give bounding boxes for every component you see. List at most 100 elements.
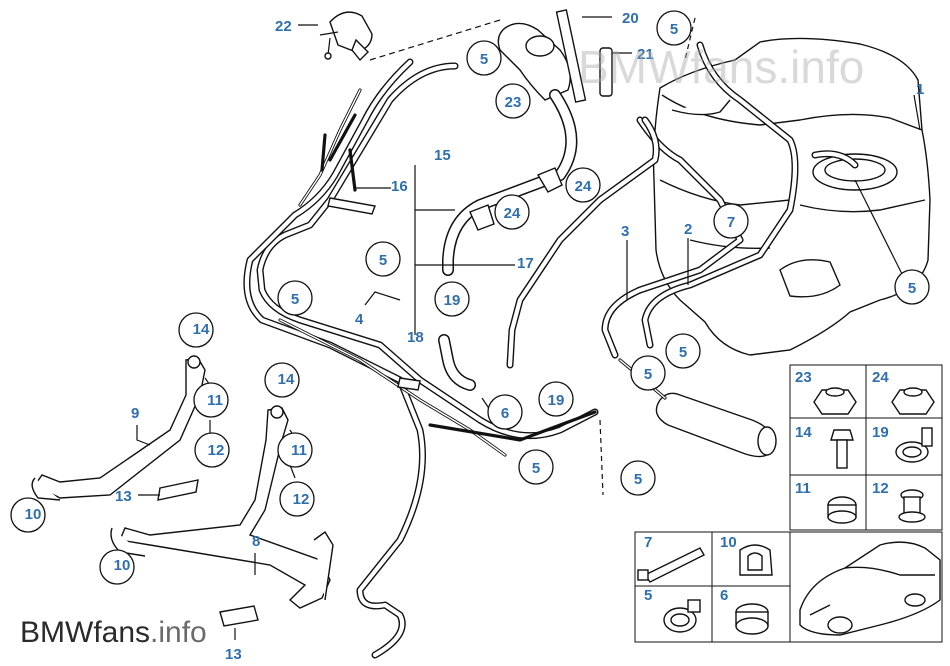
clip-10-drawing	[739, 544, 773, 576]
svg-text:12: 12	[293, 491, 310, 508]
tank-strap-9	[31, 355, 206, 501]
grid-label-12: 12	[872, 480, 889, 497]
vent-pipes-20-21	[555, 9, 613, 103]
grid-label-24: 24	[872, 369, 889, 386]
callout-19a: 19	[434, 281, 470, 317]
callout-23: 23	[495, 83, 531, 119]
callout-4: 4	[355, 311, 364, 328]
grid-label-6: 6	[720, 587, 728, 604]
callout-10b: 10	[99, 549, 135, 585]
callout-5-left: 5	[365, 241, 401, 277]
nut-23-drawing	[813, 387, 857, 415]
svg-text:11: 11	[291, 442, 307, 459]
callout-10a: 10	[10, 497, 46, 533]
pad-13-a	[157, 479, 199, 501]
svg-text:5: 5	[908, 280, 916, 297]
grid-label-7: 7	[644, 534, 652, 551]
callout-14a: 14	[178, 312, 214, 348]
grid-label-10: 10	[720, 534, 737, 551]
cable-tie-7-drawing	[637, 547, 705, 583]
svg-text:5: 5	[634, 471, 642, 488]
callout-3: 3	[621, 223, 629, 240]
bolt-14-drawing	[830, 429, 854, 469]
callout-18: 18	[407, 329, 424, 346]
callout-20: 20	[622, 10, 639, 27]
callout-24b: 24	[494, 194, 530, 230]
callout-5-bottom: 5	[518, 449, 554, 485]
callout-5-mid: 5	[277, 280, 313, 316]
callout-17: 17	[517, 255, 534, 272]
svg-text:24: 24	[575, 178, 592, 195]
callout-11a: 11	[193, 382, 229, 418]
callout-13b: 13	[225, 646, 242, 663]
svg-text:10: 10	[114, 557, 131, 574]
svg-text:5: 5	[670, 21, 678, 38]
callout-13a: 13	[115, 488, 132, 505]
grid-label-14: 14	[795, 424, 812, 441]
grid-label-23: 23	[795, 369, 812, 386]
svg-text:23: 23	[505, 94, 522, 111]
svg-text:11: 11	[207, 392, 223, 409]
callout-5-tank: 5	[894, 269, 930, 305]
watermark-faint: BMWfans.info	[578, 41, 865, 93]
callout-9: 9	[131, 405, 139, 422]
grommet-12-drawing	[898, 489, 926, 523]
svg-text:5: 5	[644, 366, 652, 383]
svg-text:5: 5	[379, 252, 387, 269]
callout-22: 22	[275, 18, 292, 35]
grid-label-19: 19	[872, 424, 889, 441]
callout-15: 15	[434, 147, 451, 164]
callout-16: 16	[391, 178, 408, 195]
callout-8: 8	[252, 533, 260, 550]
svg-text:6: 6	[501, 405, 509, 422]
elbow-hose	[438, 334, 476, 391]
nut-24-drawing	[891, 387, 935, 415]
callout-11b: 11	[277, 432, 313, 468]
svg-text:7: 7	[727, 214, 735, 231]
callout-5-pump-b: 5	[630, 355, 666, 391]
watermark-suffix: .info	[150, 616, 207, 649]
bushing-11-drawing	[827, 496, 857, 524]
car-outline-drawing	[799, 541, 941, 636]
svg-text:10: 10	[25, 506, 42, 523]
svg-text:14: 14	[193, 321, 210, 338]
clamp-19-drawing	[895, 427, 933, 463]
callout-14b: 14	[264, 362, 300, 398]
svg-text:5: 5	[679, 344, 687, 361]
callout-5-filler: 5	[466, 40, 502, 76]
callouts: 1 2 3 4 9 8 13 13 15 16 17 18 20 21 22	[115, 10, 924, 663]
svg-text:19: 19	[548, 392, 565, 409]
callout-5-right: 5	[620, 460, 656, 496]
callout-24a: 24	[565, 167, 601, 203]
svg-text:19: 19	[444, 292, 461, 309]
svg-text:12: 12	[208, 442, 225, 459]
svg-text:5: 5	[480, 51, 488, 68]
callout-5-pump-a: 5	[665, 333, 701, 369]
pad-13-b	[219, 605, 259, 627]
callout-12b: 12	[279, 481, 315, 517]
filler-cap	[319, 11, 373, 62]
filler-neck	[442, 22, 578, 276]
tank-strap-8	[110, 405, 334, 609]
vent-pipes	[243, 58, 599, 659]
grid-label-11: 11	[795, 480, 811, 497]
callout-2: 2	[684, 221, 692, 238]
callout-6: 6	[487, 394, 523, 430]
watermark: BMWfans.info	[20, 616, 207, 650]
watermark-prefix: BMWfans	[20, 616, 151, 649]
return-line	[506, 116, 660, 369]
callout-19b: 19	[538, 381, 574, 417]
callout-7: 7	[713, 203, 749, 239]
tether-line	[369, 19, 501, 61]
inset-grid-bottom	[634, 531, 943, 643]
hose-clamp-5-drawing	[663, 599, 701, 633]
svg-text:14: 14	[278, 371, 295, 388]
svg-text:5: 5	[532, 460, 540, 477]
callout-1: 1	[916, 81, 924, 98]
svg-text:24: 24	[504, 205, 521, 222]
callout-5-top: 5	[656, 10, 692, 46]
callout-12a: 12	[194, 432, 230, 468]
callout-21: 21	[637, 46, 654, 63]
circled-callouts: 5 5 23 24 24 7 5 5 19 5 5 5 6 19 5 5 14 …	[10, 10, 930, 585]
